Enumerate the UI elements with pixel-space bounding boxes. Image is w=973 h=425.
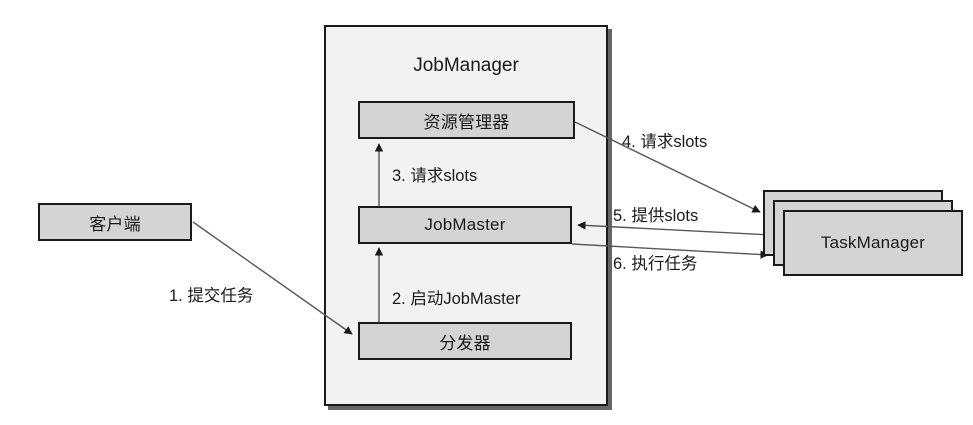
edge-arrow-request-slots-outer: [574, 121, 761, 213]
node-resource-manager-label: 资源管理器: [423, 112, 510, 132]
node-dispatcher[interactable]: 分发器: [358, 322, 572, 360]
edge-label-offer-slots: 5. 提供slots: [613, 207, 699, 225]
node-client[interactable]: 客户端: [38, 203, 192, 241]
node-dispatcher-label: 分发器: [439, 333, 491, 353]
edge-arrow-offer-slots: [577, 221, 773, 236]
container-shadow-bottom: [328, 406, 612, 410]
container-shadow-right: [608, 29, 612, 410]
jobmanager-container-title: JobManager: [413, 55, 519, 76]
edge-label-start-jobmaster: 2. 启动JobMaster: [392, 290, 521, 308]
node-client-label: 客户端: [89, 214, 141, 234]
edge-label-execute-task: 6. 执行任务: [613, 255, 698, 273]
node-jobmaster[interactable]: JobMaster: [358, 206, 572, 244]
edge-label-request-slots-inner: 3. 请求slots: [392, 167, 478, 185]
node-jobmaster-label: JobMaster: [424, 215, 506, 234]
node-taskmanager-label: TaskManager: [820, 233, 926, 252]
edge-label-request-slots-outer: 4. 请求slots: [622, 133, 708, 151]
node-resource-manager[interactable]: 资源管理器: [358, 101, 575, 139]
edge-arrow-execute-task: [571, 243, 769, 259]
node-taskmanager[interactable]: TaskManager: [783, 210, 963, 276]
edge-label-submit-job: 1. 提交任务: [169, 287, 254, 305]
edge-arrow-submit-job: [192, 221, 353, 335]
